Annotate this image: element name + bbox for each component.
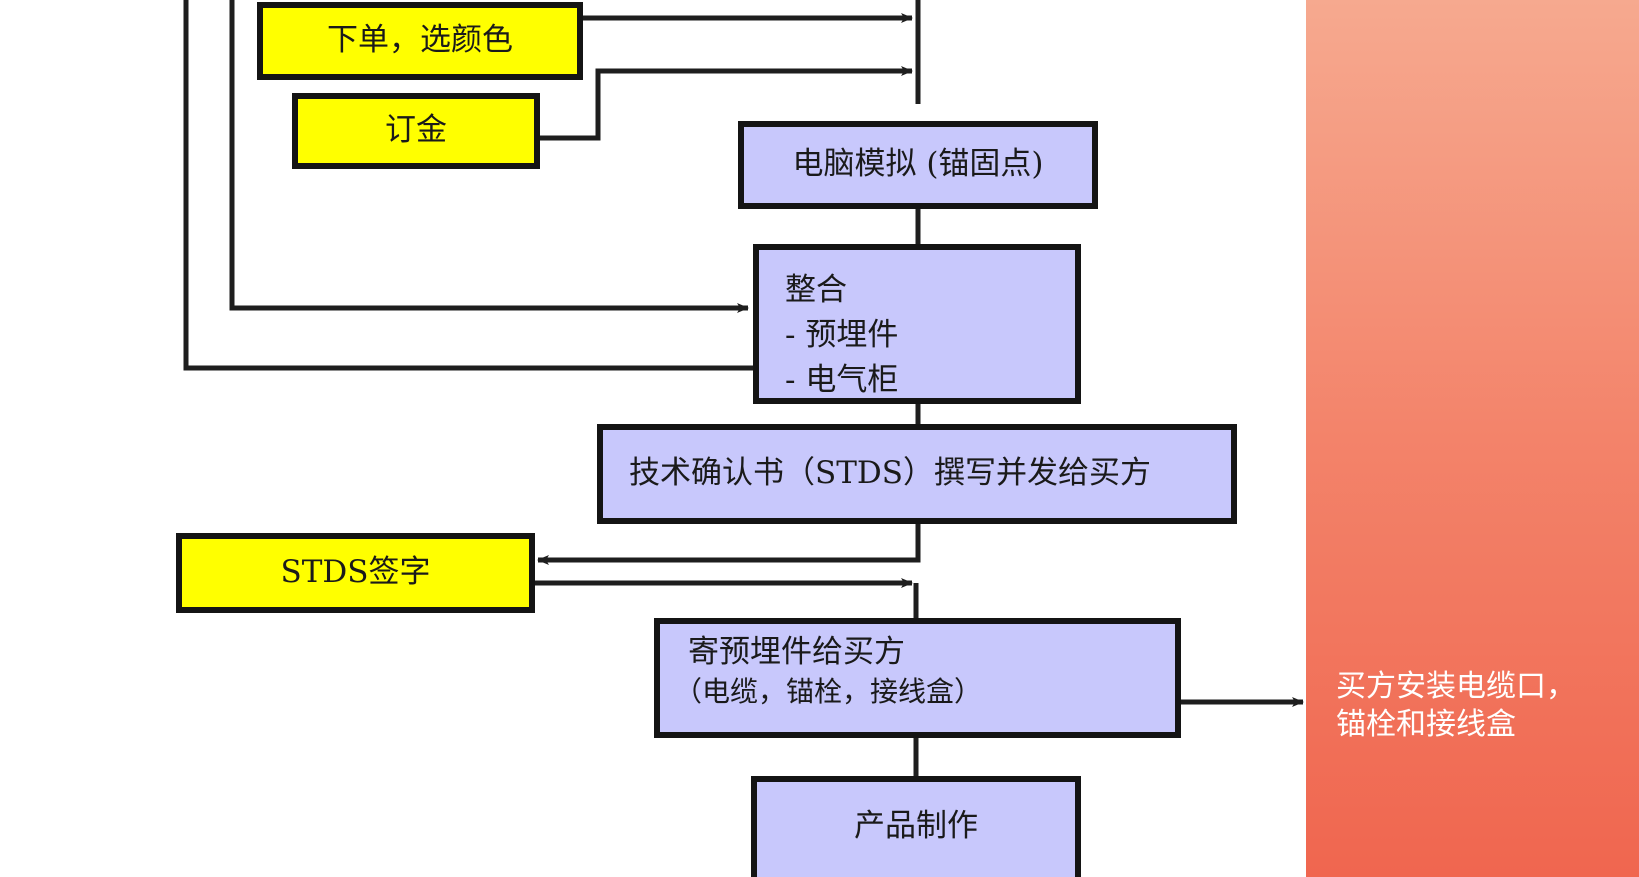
production-label: 产品制作 xyxy=(854,808,978,844)
buyer-install-line-2: 锚栓和接线盒 xyxy=(1336,707,1516,742)
integrate-box: 整合 - 预埋件 - 电气柜 xyxy=(753,244,1081,404)
connector-stds-to-sign xyxy=(537,522,921,565)
order-color-box: 下单，选颜色 xyxy=(257,2,583,80)
order-color-label: 下单，选颜色 xyxy=(327,22,513,59)
buyer-install-panel xyxy=(1306,0,1639,877)
connector-inner-left xyxy=(229,0,749,313)
ship-parts-detail: （电缆，锚栓，接线盒） xyxy=(674,675,983,708)
stds-write-box: 技术确认书（STDS）撰写并发给买方 xyxy=(597,424,1237,524)
integrate-title: 整合 xyxy=(785,272,847,308)
integrate-item-embedded-parts: - 预埋件 xyxy=(785,317,899,353)
stds-sign-label: STDS签字 xyxy=(280,554,431,591)
deposit-box: 订金 xyxy=(292,93,540,169)
computer-sim-box: 电脑模拟 (锚固点) xyxy=(738,121,1098,209)
connector-deposit-to-trunk xyxy=(539,66,913,141)
connector-outer-left xyxy=(183,0,756,371)
stds-sign-box: STDS签字 xyxy=(176,533,535,613)
production-box: 产品制作 xyxy=(751,776,1081,877)
integrate-item-electrical-cabinet: - 电气柜 xyxy=(785,362,899,398)
computer-sim-label: 电脑模拟 (锚固点) xyxy=(792,146,1044,183)
stds-write-label: 技术确认书（STDS）撰写并发给买方 xyxy=(629,455,1152,492)
buyer-install-text: 买方安装电缆口， 锚栓和接线盒 xyxy=(1336,668,1576,744)
ship-parts-title: 寄预埋件给买方 xyxy=(688,634,905,670)
ship-parts-box: 寄预埋件给买方 （电缆，锚栓，接线盒） xyxy=(654,618,1181,738)
deposit-label: 订金 xyxy=(385,112,447,149)
buyer-install-line-1: 买方安装电缆口， xyxy=(1336,669,1576,704)
